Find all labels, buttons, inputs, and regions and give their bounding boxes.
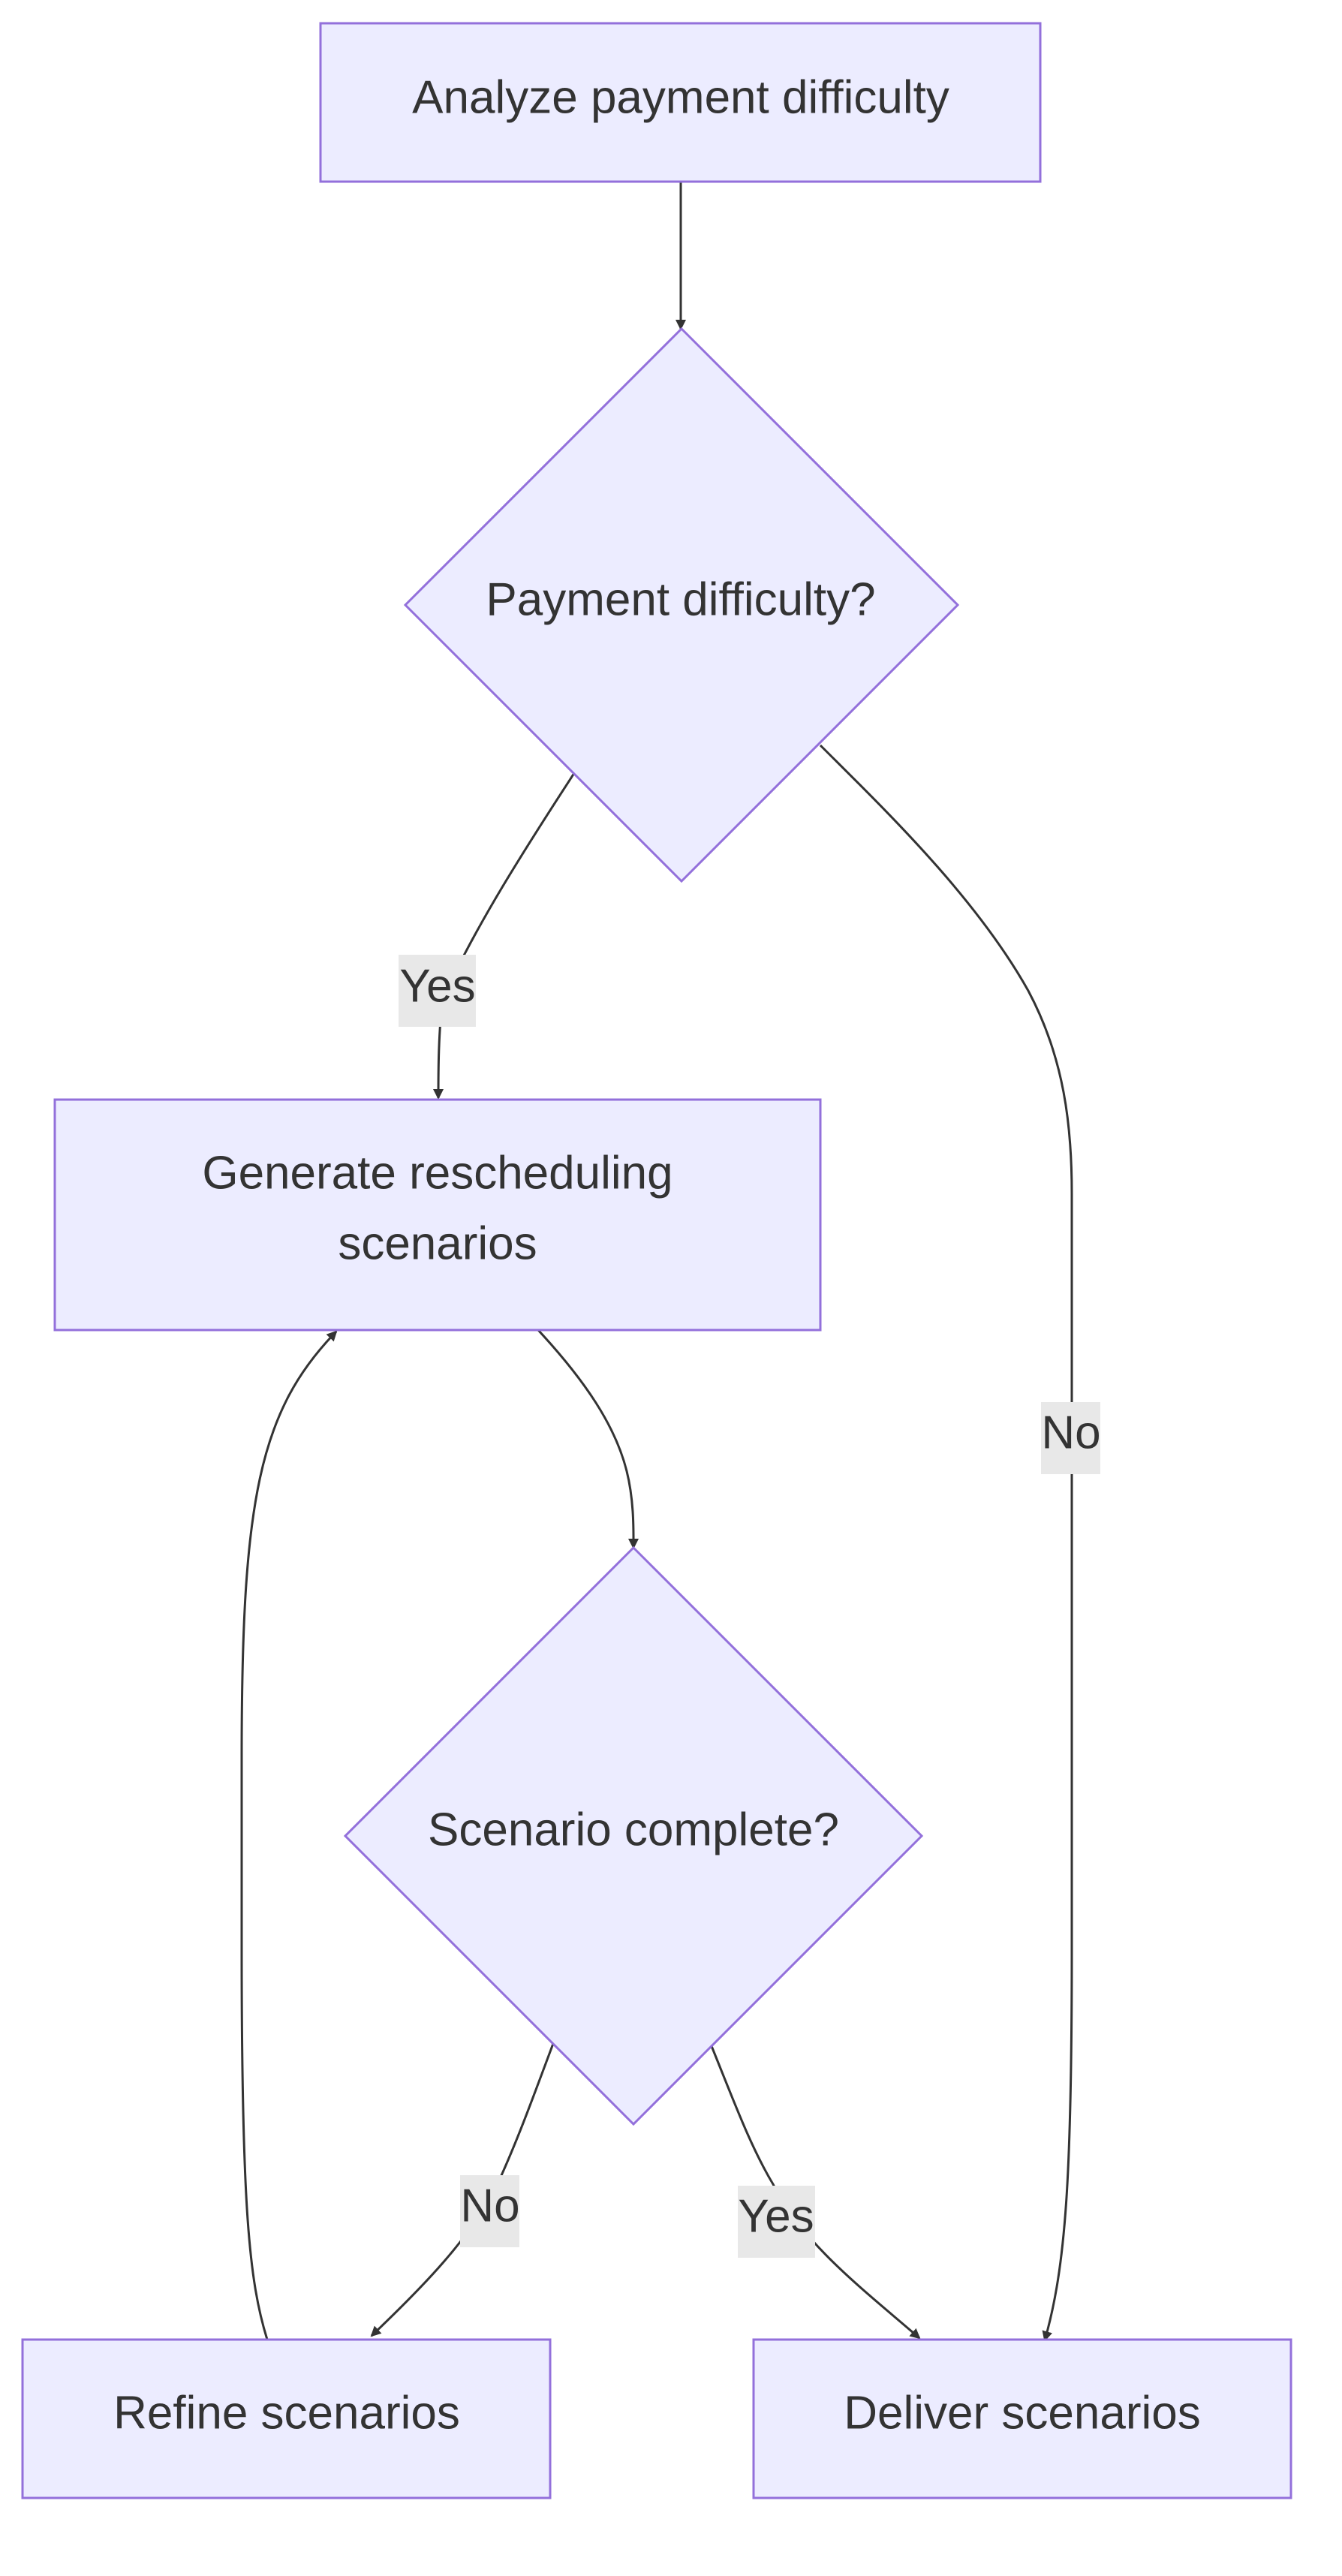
node-deliver-scenarios	[752, 2338, 1292, 2499]
edge-label-complete-yes: Yes	[738, 2186, 815, 2258]
node-scenario-complete-decision	[343, 1545, 924, 2126]
node-refine-label: Refine scenarios	[113, 2387, 460, 2439]
node-analyze-payment-difficulty	[319, 22, 1042, 183]
edge-refine-to-generate	[240, 1330, 338, 2340]
node-deliver-label: Deliver scenarios	[844, 2387, 1201, 2439]
edge-label-payment-no-text: No	[1041, 1407, 1100, 1458]
node-scenario-complete-label: Scenario complete?	[428, 1804, 839, 1855]
edge-label-complete-no-text: No	[460, 2180, 519, 2231]
node-generate-label-line2: scenarios	[338, 1217, 537, 1269]
edge-label-complete-yes-text: Yes	[738, 2190, 814, 2242]
node-payment-difficulty-label: Payment difficulty?	[486, 573, 875, 625]
node-generate-label-line1: Generate rescheduling	[202, 1147, 673, 1199]
node-analyze-label: Analyze payment difficulty	[412, 71, 949, 123]
edge-scenario-complete-yes	[710, 2045, 921, 2340]
node-refine-scenarios	[21, 2338, 552, 2499]
edge-label-payment-yes: Yes	[399, 955, 476, 1027]
node-generate-rescheduling-scenarios	[53, 1098, 822, 1332]
edge-payment-difficulty-yes	[433, 772, 576, 1100]
edge-label-complete-no: No	[460, 2175, 520, 2247]
edge-label-payment-yes-text: Yes	[399, 960, 475, 1012]
edge-generate-to-scenario-complete	[537, 1329, 639, 1549]
node-payment-difficulty-decision	[403, 327, 960, 883]
edge-payment-difficulty-no	[819, 744, 1073, 2342]
edge-label-payment-no: No	[1041, 1402, 1101, 1474]
